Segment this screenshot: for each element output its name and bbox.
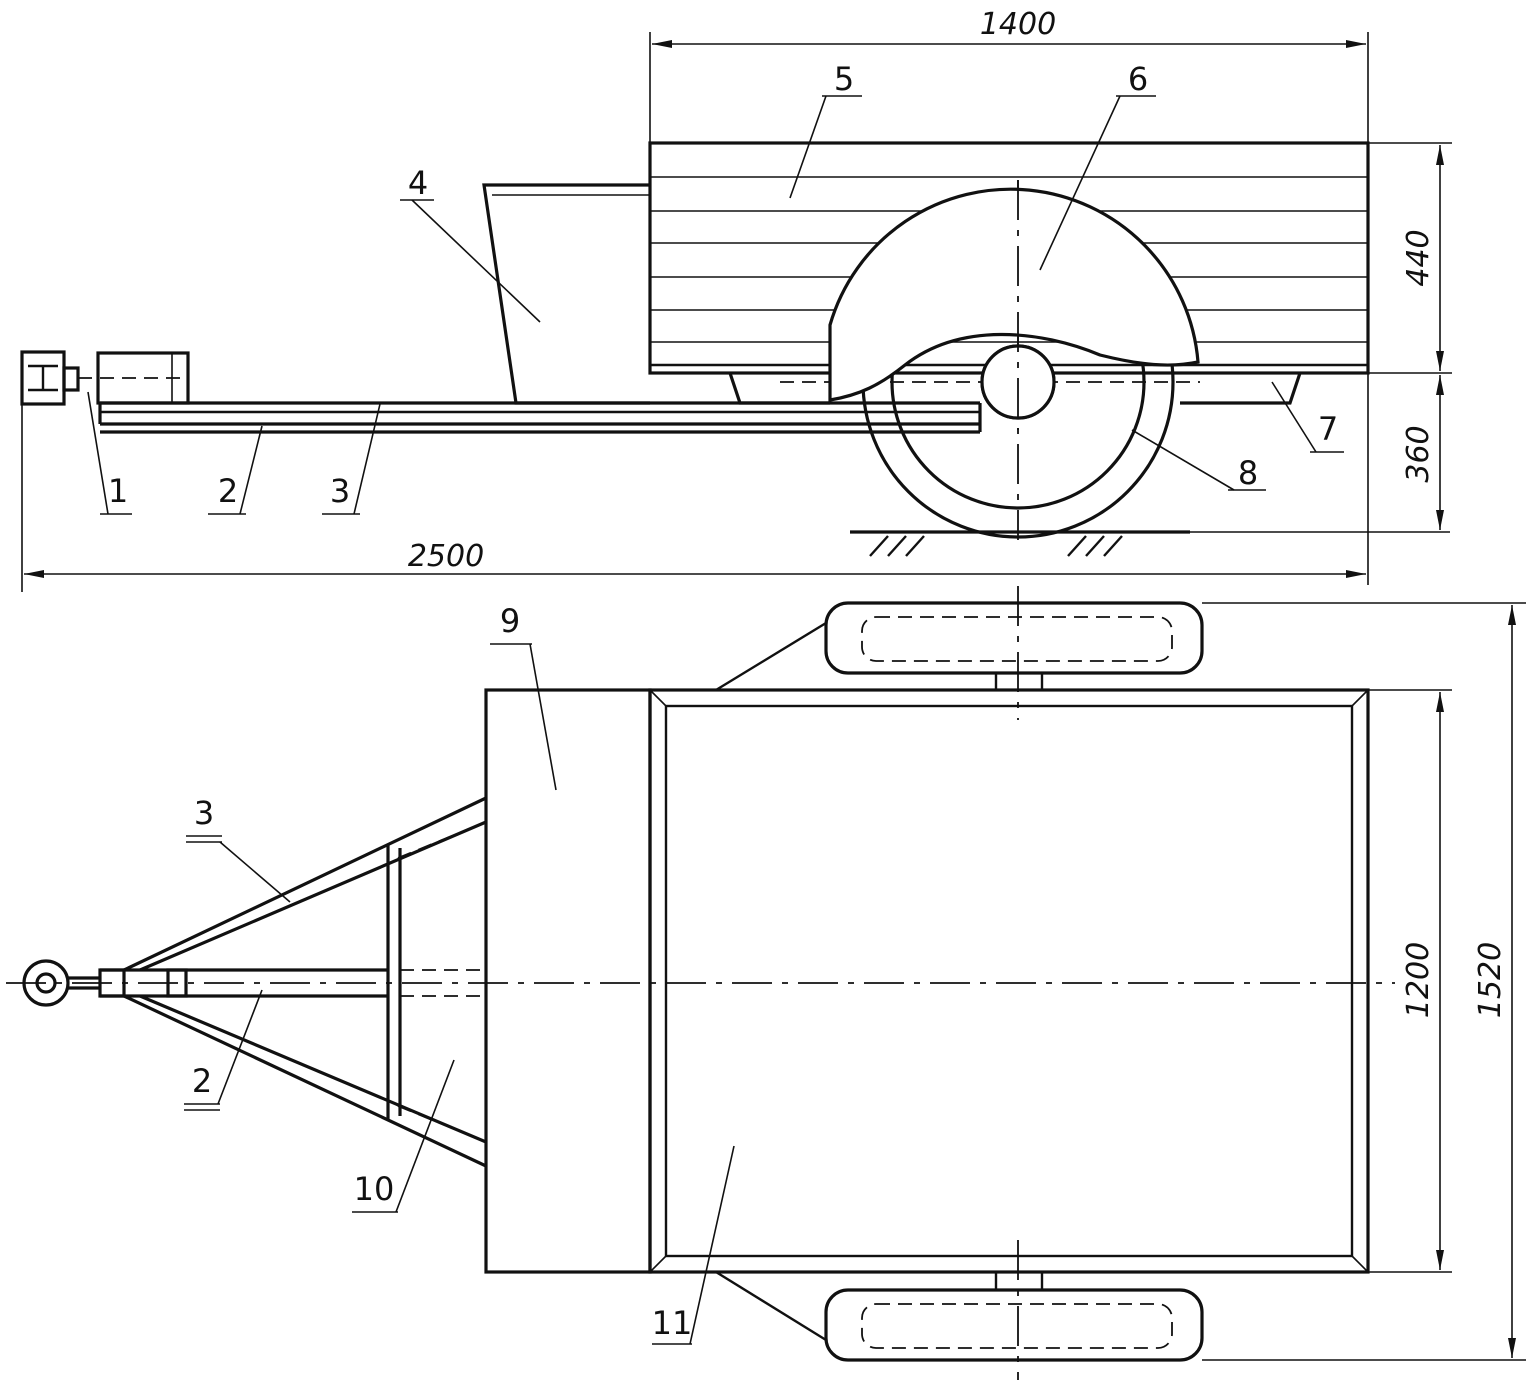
svg-text:9: 9 bbox=[500, 602, 520, 640]
dimension-body-length: 1400 bbox=[649, 7, 1369, 145]
mudguard bbox=[828, 180, 1200, 430]
top-wheel-right bbox=[715, 1270, 1204, 1362]
ground-line bbox=[850, 530, 1450, 557]
svg-text:4: 4 bbox=[408, 164, 428, 202]
coupling-head bbox=[20, 350, 190, 406]
callout-5: 5 bbox=[789, 60, 862, 199]
front-storage-box bbox=[482, 183, 650, 405]
callout-3-top: 3 bbox=[186, 794, 291, 903]
dimension-overall-length: 2500 bbox=[21, 373, 1369, 592]
callout-6: 6 bbox=[1039, 60, 1156, 271]
top-view: 1200 1520 9 3 bbox=[6, 586, 1526, 1380]
callout-2: 2 bbox=[208, 425, 263, 515]
svg-text:10: 10 bbox=[354, 1170, 395, 1208]
dimension-ground-clearance: 360 bbox=[1401, 375, 1444, 530]
dimension-side-height: 440 bbox=[1368, 142, 1452, 374]
dimension-overall-width: 1520 bbox=[1202, 602, 1526, 1361]
top-wheel-left bbox=[715, 601, 1204, 692]
cargo-bed-frame bbox=[648, 688, 1370, 1274]
svg-text:11: 11 bbox=[652, 1304, 693, 1342]
svg-text:7: 7 bbox=[1318, 410, 1338, 448]
side-callouts: 1 2 3 4 5 bbox=[87, 60, 1344, 515]
svg-text:2: 2 bbox=[192, 1062, 212, 1100]
a-frame-drawbar bbox=[98, 796, 487, 1168]
dimension-label-overall-width: 1520 bbox=[1473, 942, 1508, 1018]
svg-text:3: 3 bbox=[330, 472, 350, 510]
callout-4: 4 bbox=[400, 164, 541, 323]
callout-10: 10 bbox=[352, 1059, 455, 1213]
callout-2-top: 2 bbox=[184, 989, 263, 1111]
front-box-top bbox=[484, 688, 652, 1274]
dimension-label-body-length: 1400 bbox=[980, 7, 1056, 42]
top-callouts: 9 3 2 10 11 bbox=[184, 602, 735, 1345]
side-view: 1400 bbox=[20, 7, 1452, 592]
svg-text:5: 5 bbox=[834, 60, 854, 98]
callout-9: 9 bbox=[490, 602, 557, 791]
callout-1: 1 bbox=[87, 391, 132, 515]
callout-8: 8 bbox=[1131, 429, 1266, 492]
svg-text:1: 1 bbox=[108, 472, 128, 510]
dimension-label-overall-length: 2500 bbox=[408, 539, 484, 574]
svg-text:6: 6 bbox=[1128, 60, 1148, 98]
dimension-label-ground-clearance: 360 bbox=[1401, 425, 1436, 482]
callout-7: 7 bbox=[1271, 381, 1344, 453]
svg-text:3: 3 bbox=[194, 794, 214, 832]
frame-drawbar bbox=[98, 401, 982, 434]
dimension-label-inner-width: 1200 bbox=[1401, 942, 1436, 1018]
callout-11: 11 bbox=[652, 1145, 735, 1345]
svg-text:2: 2 bbox=[218, 472, 238, 510]
dimension-label-side-height: 440 bbox=[1401, 229, 1436, 286]
svg-text:8: 8 bbox=[1238, 454, 1258, 492]
dimension-inner-width: 1200 bbox=[1368, 689, 1452, 1273]
callout-3: 3 bbox=[322, 403, 381, 515]
